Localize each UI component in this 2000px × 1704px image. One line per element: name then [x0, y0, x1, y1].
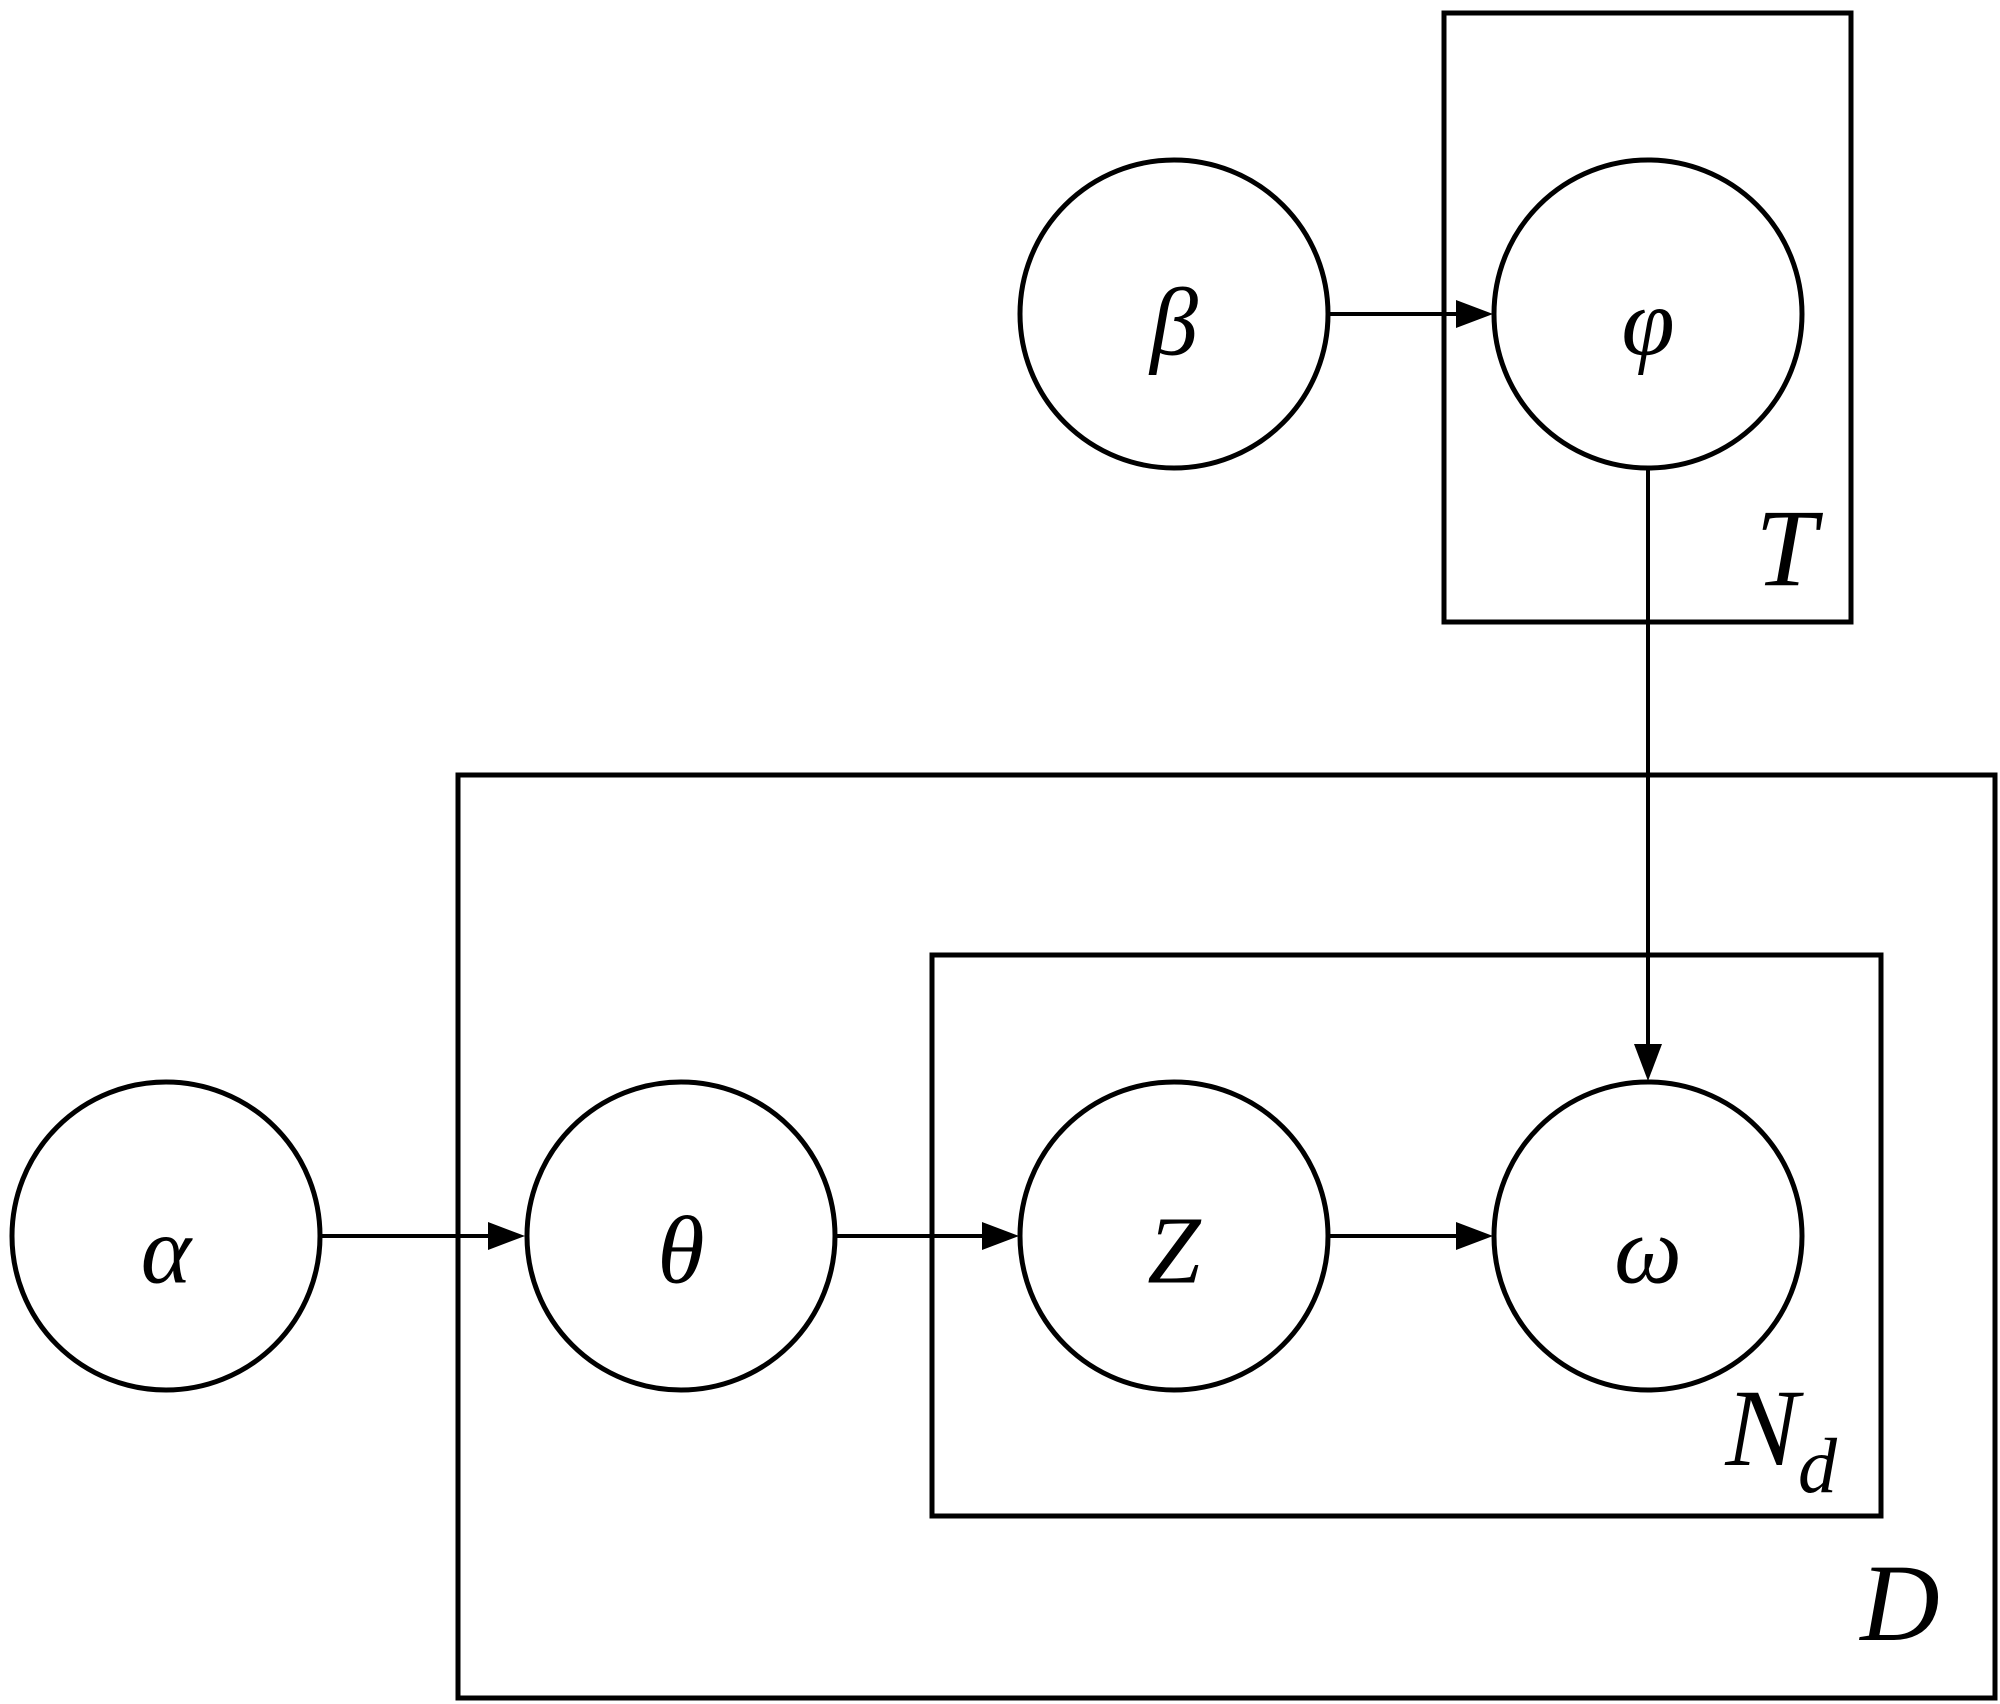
arrow-head-icon: [1634, 1044, 1662, 1081]
arrow-head-icon: [982, 1222, 1019, 1250]
node-beta-label: β: [1148, 269, 1198, 376]
plate-d-label: D: [1858, 1542, 1939, 1664]
node-z: Z: [1017, 1079, 1331, 1393]
node-omega-circle: [1491, 1079, 1805, 1393]
node-omega: ω: [1491, 1079, 1805, 1393]
node-phi: φ: [1491, 157, 1805, 471]
arrow-head-icon: [1456, 300, 1493, 328]
edge-phi-omega: [1634, 470, 1662, 1081]
node-phi-circle: [1491, 157, 1805, 471]
arrow-head-icon: [488, 1222, 525, 1250]
plate-t-label: T: [1755, 487, 1823, 609]
plate-nd-label: N: [1724, 1367, 1804, 1489]
node-phi-label: φ: [1621, 269, 1674, 376]
edge-z-omega: [1330, 1222, 1493, 1250]
node-omega-label: ω: [1614, 1197, 1682, 1304]
node-alpha: α: [9, 1079, 323, 1393]
node-alpha-circle: [9, 1079, 323, 1393]
node-z-circle: [1017, 1079, 1331, 1393]
plate-nd-subscript: d: [1798, 1422, 1838, 1509]
node-theta: θ: [524, 1079, 838, 1393]
node-beta: β: [1017, 157, 1331, 471]
node-beta-circle: [1017, 157, 1331, 471]
arrow-head-icon: [1456, 1222, 1493, 1250]
edge-alpha-theta: [322, 1222, 525, 1250]
edge-beta-phi: [1330, 300, 1493, 328]
node-alpha-label: α: [141, 1197, 193, 1304]
edge-theta-z: [836, 1222, 1019, 1250]
node-theta-circle: [524, 1079, 838, 1393]
node-z-label: Z: [1147, 1197, 1202, 1304]
node-theta-label: θ: [657, 1197, 704, 1304]
